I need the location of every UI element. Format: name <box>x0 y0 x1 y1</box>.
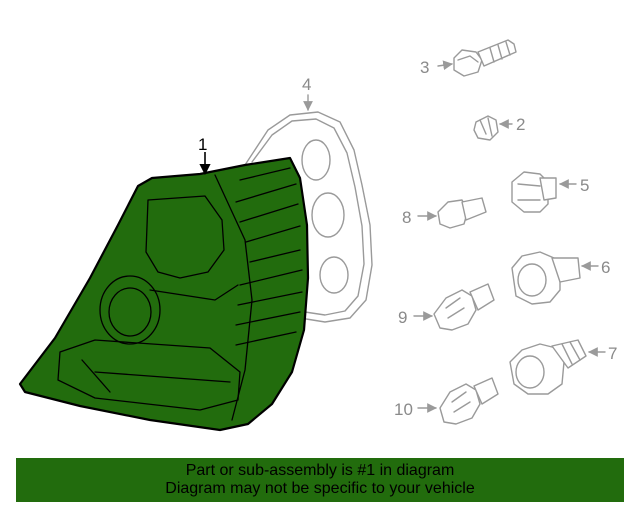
callout-3: 3 <box>420 58 429 77</box>
parts-diagram: 1 2 3 4 5 6 7 8 9 10 <box>18 39 617 432</box>
callout-9: 9 <box>398 308 407 327</box>
part-8-bulb <box>417 197 487 229</box>
callout-1: 1 <box>198 135 207 154</box>
part-6-socket <box>511 251 599 305</box>
callout-8: 8 <box>402 208 411 227</box>
callout-4: 4 <box>302 75 311 94</box>
callout-6: 6 <box>601 258 610 277</box>
callout-5: 5 <box>580 176 589 195</box>
part-2-clip <box>473 115 513 141</box>
banner-line-1: Part or sub-assembly is #1 in diagram <box>185 462 455 479</box>
part-3-bolt <box>437 39 517 77</box>
banner-line-2: Diagram may not be specific to your vehi… <box>165 480 475 497</box>
callout-10: 10 <box>394 400 413 419</box>
diagram-notice-banner: Part or sub-assembly is #1 in diagram Di… <box>16 458 624 502</box>
part-9-bulb <box>413 283 495 331</box>
part-5-socket <box>511 171 577 213</box>
callout-7: 7 <box>608 344 617 363</box>
part-7-socket <box>509 339 606 395</box>
part-1-tail-lamp[interactable] <box>18 152 310 432</box>
part-10-bulb <box>417 377 499 425</box>
callout-2: 2 <box>516 115 525 134</box>
